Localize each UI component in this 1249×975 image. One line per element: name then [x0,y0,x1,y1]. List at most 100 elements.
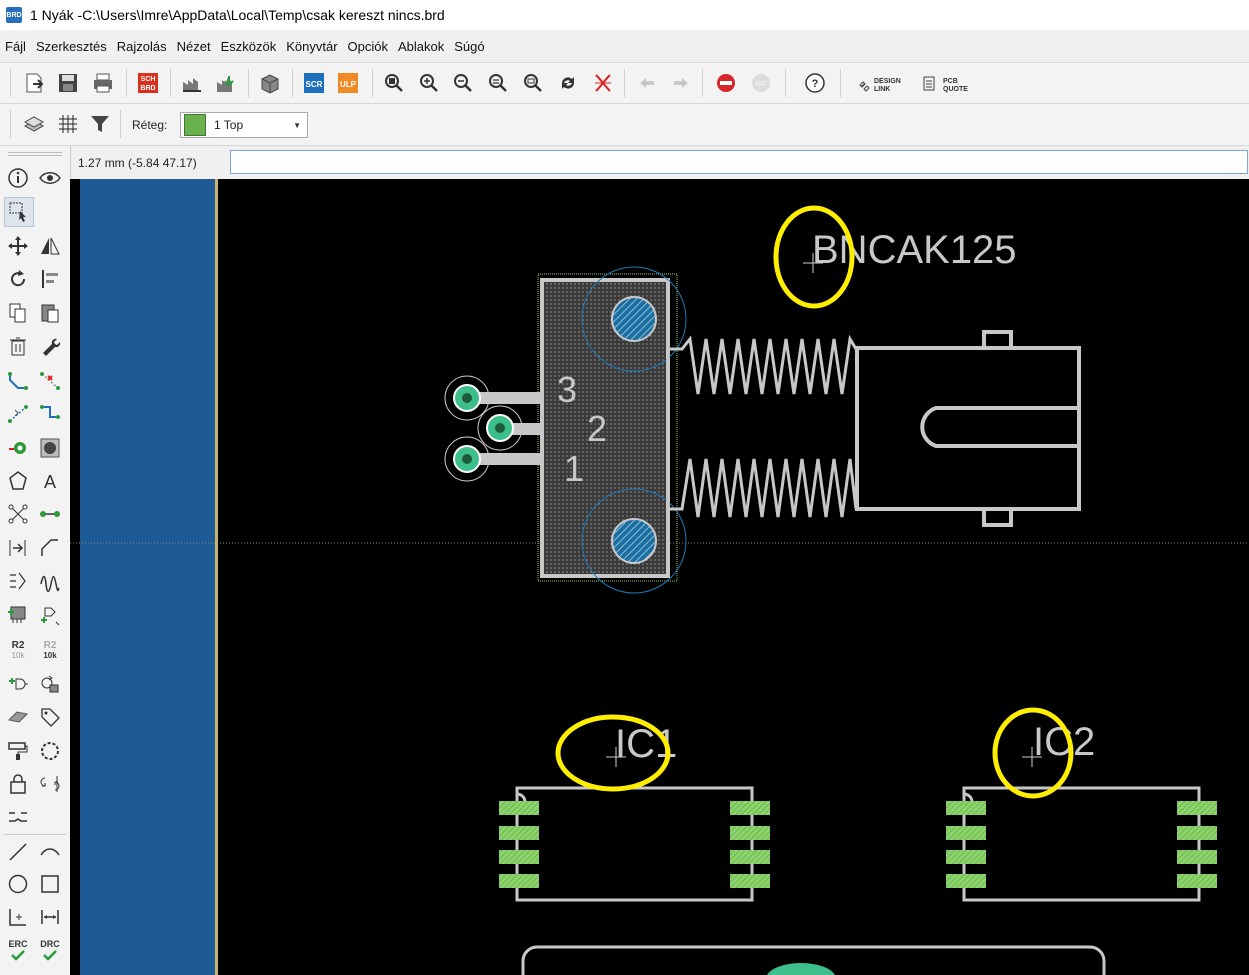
help-icon[interactable]: ? [801,69,829,97]
lock-icon[interactable] [4,770,32,798]
toolbar-separator [372,69,373,97]
arc-icon[interactable] [36,838,64,866]
open-file-icon[interactable] [20,69,48,97]
group-select-icon[interactable] [4,197,34,227]
layer-settings-icon[interactable] [20,110,48,138]
grid-icon[interactable] [54,110,82,138]
pin-label-2: 2 [587,408,607,449]
ripup-icon[interactable] [36,367,64,395]
align-icon[interactable] [36,265,64,293]
menu-help[interactable]: Súgó [454,38,485,54]
route-icon[interactable] [4,367,32,395]
replace-part-icon[interactable] [36,601,64,629]
polygon-icon[interactable] [4,467,32,495]
menu-library[interactable]: Könyvtár [286,38,338,54]
add-part-icon[interactable] [4,601,32,629]
script-icon[interactable]: SCR [300,69,328,97]
svg-text:10k: 10k [43,651,57,660]
info-icon[interactable] [4,164,32,192]
undo-icon[interactable] [633,69,661,97]
layer-select[interactable]: 1 Top ▼ [180,112,308,138]
toolbar-separator [248,69,249,97]
mirror-icon[interactable] [36,232,64,260]
menu-file[interactable]: Fájl [5,38,26,54]
swap-icon[interactable] [36,670,64,698]
delete-icon[interactable] [4,332,32,360]
dimension-icon[interactable] [36,903,64,931]
print-icon[interactable] [89,69,117,97]
slice-icon[interactable] [36,400,64,428]
svg-text:DESIGN: DESIGN [874,78,901,85]
move-icon[interactable] [4,232,32,260]
save-icon[interactable] [54,69,82,97]
gate-swap-icon[interactable] [4,670,32,698]
autorouter-icon[interactable] [4,400,32,428]
split-icon[interactable] [4,804,32,832]
via-icon[interactable] [4,434,32,462]
go-icon[interactable]: GO [747,69,775,97]
menu-edit[interactable]: Szerkesztés [35,38,107,54]
dotted-circle-icon[interactable] [36,737,64,765]
paint-roller-icon[interactable] [4,737,32,765]
cam-processor-icon[interactable] [178,69,206,97]
drc-icon[interactable]: DRC [36,936,64,966]
highlight-circle [992,707,1074,799]
zoom-fit-icon[interactable] [380,69,408,97]
rotate-icon[interactable] [4,265,32,293]
command-input[interactable] [230,150,1248,174]
svg-text:SCH: SCH [141,76,156,83]
eye-icon[interactable] [36,164,64,192]
rectangle-icon[interactable] [36,870,64,898]
menu-window[interactable]: Ablakok [398,38,445,54]
svg-text:10k: 10k [12,651,26,660]
menu-view[interactable]: Nézet [176,38,211,54]
wave-icon[interactable] [36,567,64,595]
manufacturing-export-icon[interactable] [212,69,240,97]
zoom-previous-icon[interactable] [484,69,512,97]
airwire-icon[interactable] [4,500,32,528]
toolbar-separator [702,69,703,97]
attach-icon[interactable] [4,534,32,562]
zoom-in-icon[interactable] [415,69,443,97]
ulp-icon[interactable]: ULP [334,69,362,97]
erc-icon[interactable]: ERC [4,936,32,966]
redraw-icon[interactable] [554,69,582,97]
miter-icon[interactable] [36,534,64,562]
ratsnest-icon[interactable] [589,69,617,97]
copy-icon[interactable] [4,299,32,327]
toolbar-separator [292,69,293,97]
board-canvas[interactable]: 3 2 1 BNCAK125 IC1 [70,179,1249,975]
window-title: 1 Nyák -C:\Users\Imre\AppData\Local\Temp… [30,7,445,23]
text-icon[interactable]: A [36,467,64,495]
tag-icon[interactable] [36,703,64,731]
filter-icon[interactable] [86,110,114,138]
ic2-package [946,786,1217,902]
menu-tools[interactable]: Eszközök [220,38,277,54]
circle-icon[interactable] [4,870,32,898]
layer-select-value: 1 Top [214,118,244,132]
meander-icon[interactable] [4,567,32,595]
optimize-icon[interactable] [4,703,32,731]
line-icon[interactable] [4,838,32,866]
pin-label-1: 1 [564,448,584,489]
paste-icon[interactable] [36,299,64,327]
redo-icon[interactable] [667,69,695,97]
wrench-icon[interactable] [36,332,64,360]
stop-icon[interactable] [712,69,740,97]
pad-icon[interactable] [36,434,64,462]
signal-icon[interactable] [36,500,64,528]
origin-cross [606,747,626,767]
zoom-out-icon[interactable] [449,69,477,97]
menu-draw[interactable]: Rajzolás [116,38,167,54]
3d-view-icon[interactable] [256,69,284,97]
menu-options[interactable]: Opciók [347,38,389,54]
origin-icon[interactable] [4,903,32,931]
zoom-select-icon[interactable] [519,69,547,97]
name-swap-icon[interactable] [36,770,64,798]
